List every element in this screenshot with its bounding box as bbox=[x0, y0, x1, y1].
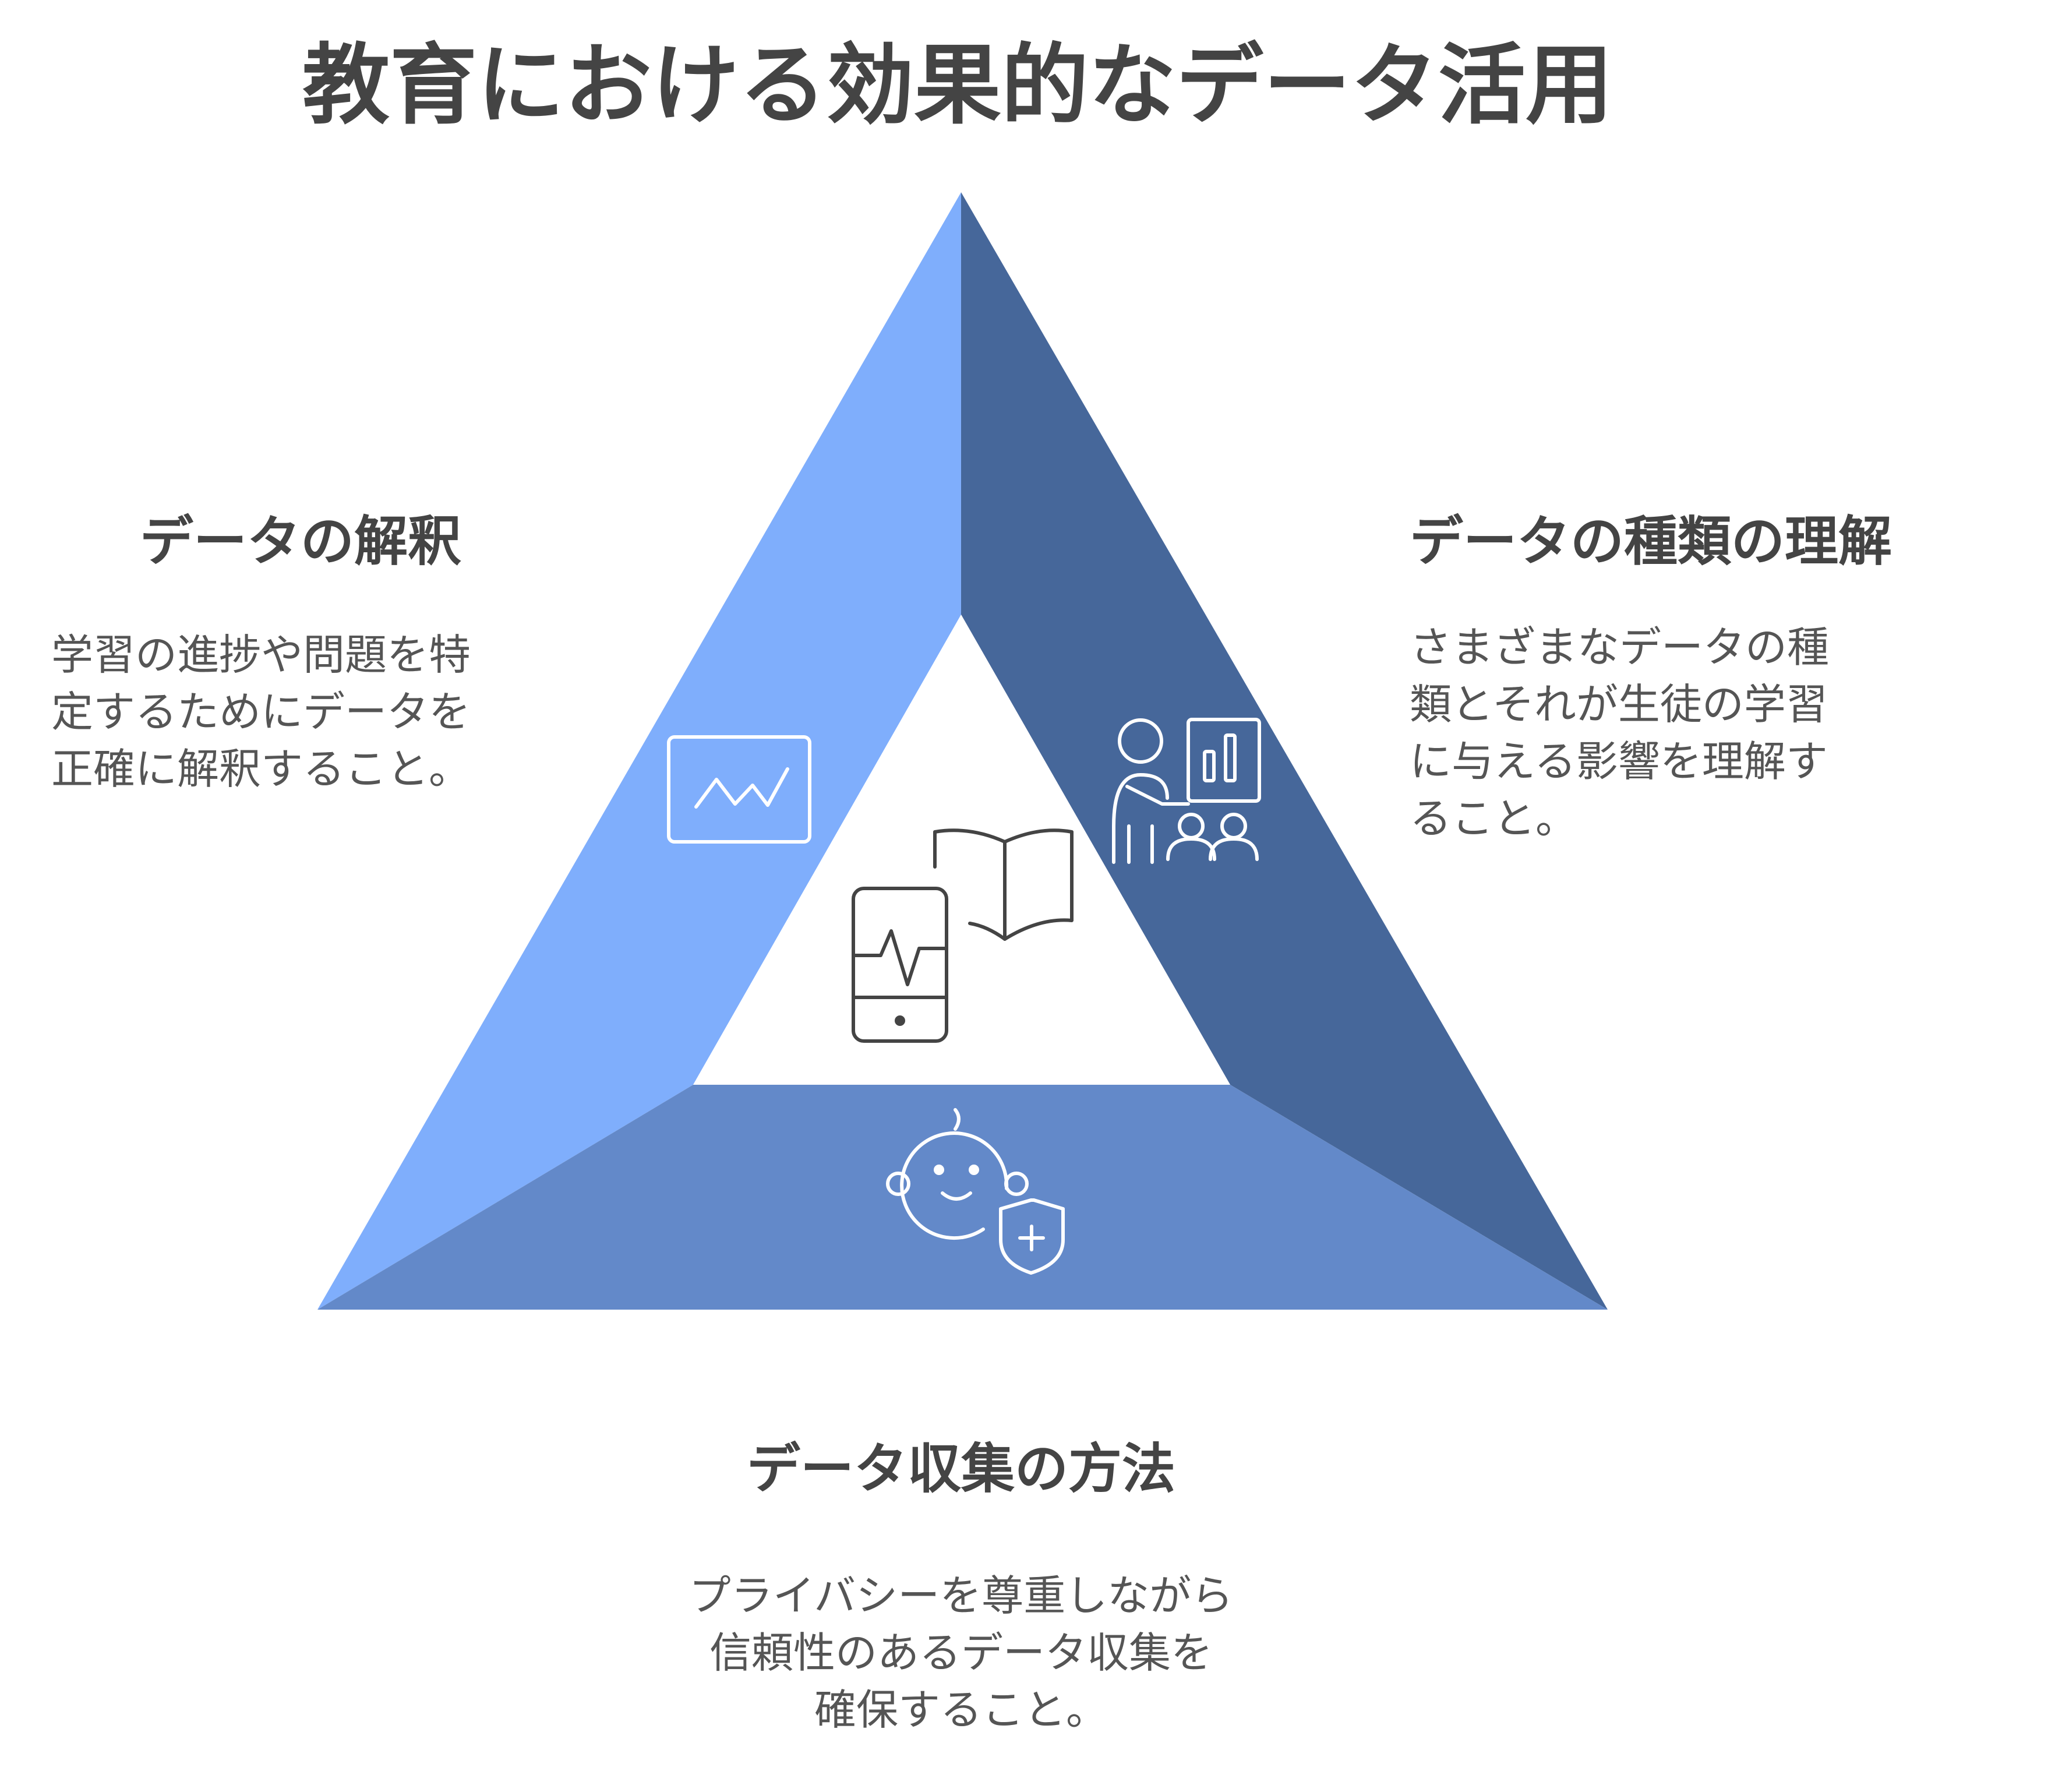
inner-triangle bbox=[693, 615, 1230, 1085]
types-heading: データの種類の理解 bbox=[1410, 510, 1892, 573]
interpretation-heading: データの解釈 bbox=[140, 510, 462, 573]
line-chart-icon bbox=[667, 735, 811, 844]
collection-description: プライバシーを尊重しながら 信頼性のあるデータ収集を 確保すること。 bbox=[688, 1571, 1234, 1734]
interpretation-face bbox=[317, 192, 961, 1310]
page-title: 教育における効果的なデータ活用 bbox=[302, 35, 1613, 136]
types-description: さまざまなデータの種 類とそれが生徒の学習 に与える影響を理解す ること。 bbox=[1410, 623, 1830, 843]
types-face bbox=[961, 192, 1608, 1310]
tablet-and-book-icon bbox=[852, 828, 1074, 1043]
teacher-presentation-icon bbox=[1112, 718, 1261, 864]
interpretation-description: 学習の進捗や問題を特 定するためにデータを 正確に解釈すること。 bbox=[51, 630, 471, 793]
child-protection-icon bbox=[886, 1108, 1065, 1275]
collection-heading: データ収集の方法 bbox=[746, 1438, 1175, 1500]
